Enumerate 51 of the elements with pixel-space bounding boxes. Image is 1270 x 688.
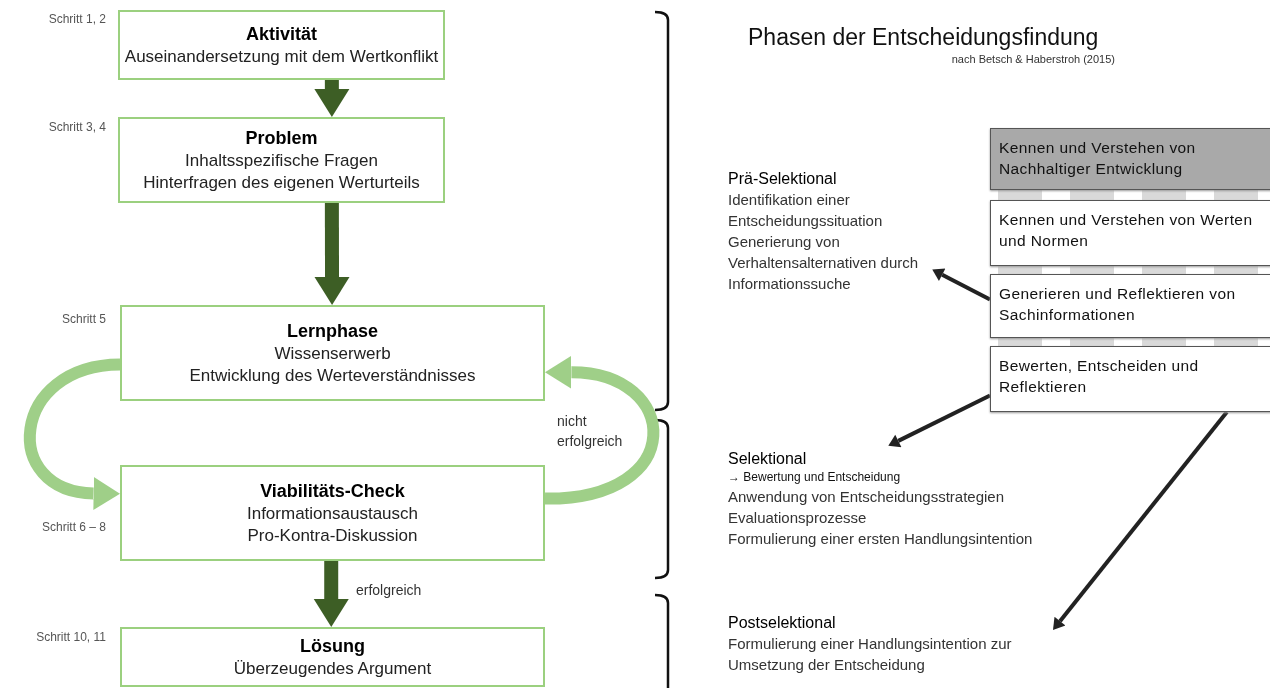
phase-text: Formulierung einer ersten Handlungsintention xyxy=(728,529,1034,549)
step-box xyxy=(120,465,545,561)
phase-heading: Prä-Selektional xyxy=(728,169,838,189)
box-text: Kennen und Verstehen von Werten und Normen xyxy=(999,210,1254,251)
step-label: Schritt 10, 11 xyxy=(36,629,106,646)
competence-box xyxy=(990,128,1270,190)
step-label: Schritt 6 – 8 xyxy=(41,519,106,536)
phase-text: Evaluationsprozesse xyxy=(728,508,868,528)
curved-arrow xyxy=(544,355,660,505)
phase-text: → Bewertung und Entscheidung xyxy=(728,469,902,486)
step-label: Schritt 3, 4 xyxy=(48,119,106,136)
arrow xyxy=(888,393,991,448)
box-text: Bewerten, Entscheiden und Reflektieren xyxy=(999,356,1200,397)
step-text: Wissenserwerb xyxy=(274,343,391,365)
step-title: Problem xyxy=(245,127,318,150)
step-text: Pro-Kontra-Diskussion xyxy=(247,525,418,547)
competence-box xyxy=(990,346,1270,412)
curved-arrow xyxy=(24,358,121,510)
step-text: Hinterfragen des eigenen Werturteils xyxy=(143,172,420,194)
step-text: Informationsaustausch xyxy=(246,503,418,525)
step-title: Lösung xyxy=(300,635,365,658)
step-box xyxy=(120,627,545,687)
competence-box xyxy=(990,200,1270,266)
source-note: nach Betsch & Haberstroh (2015) xyxy=(951,52,1115,67)
step-box xyxy=(120,305,545,401)
step-title: Viabilitäts-Check xyxy=(260,480,405,503)
step-title: Aktivität xyxy=(246,23,317,46)
block-arrow xyxy=(313,561,349,627)
block-arrow xyxy=(314,203,350,305)
box-text: Kennen und Verstehen von Nachhaltiger Entwicklung xyxy=(999,138,1197,179)
phase-heading: Postselektional xyxy=(728,613,837,633)
title: Phasen der Entscheidungsfindung xyxy=(748,23,1099,52)
block-arrow xyxy=(314,80,350,117)
phase-heading: Selektional xyxy=(728,449,808,469)
step-text: Entwicklung des Werteverständnisses xyxy=(189,365,476,387)
step-text: Auseinandersetzung mit dem Wertkonflikt xyxy=(124,46,439,68)
competence-box xyxy=(990,274,1270,338)
arrow xyxy=(1053,410,1229,630)
step-box xyxy=(118,117,445,203)
step-label: Schritt 1, 2 xyxy=(48,11,106,28)
phase-text: Generierung von Verhaltensalternativen durch Informationssuche xyxy=(728,232,920,294)
box-text: Generieren und Reflektieren von Sachinformationen xyxy=(999,284,1237,325)
phase-text: Formulierung einer Handlungsintention zur Umsetzung der Entscheidung xyxy=(728,634,1013,675)
step-title: Lernphase xyxy=(287,320,378,343)
step-text: Inhaltsspezifische Fragen xyxy=(185,150,378,172)
step-label: Schritt 5 xyxy=(62,311,106,328)
arrow xyxy=(932,268,991,302)
step-box xyxy=(118,10,445,80)
phase-text: Anwendung von Entscheidungsstrategien xyxy=(728,487,1006,507)
phase-text: Identifikation einer Entscheidungssituation xyxy=(728,190,884,231)
step-text: Überzeugendes Argument xyxy=(233,658,432,680)
